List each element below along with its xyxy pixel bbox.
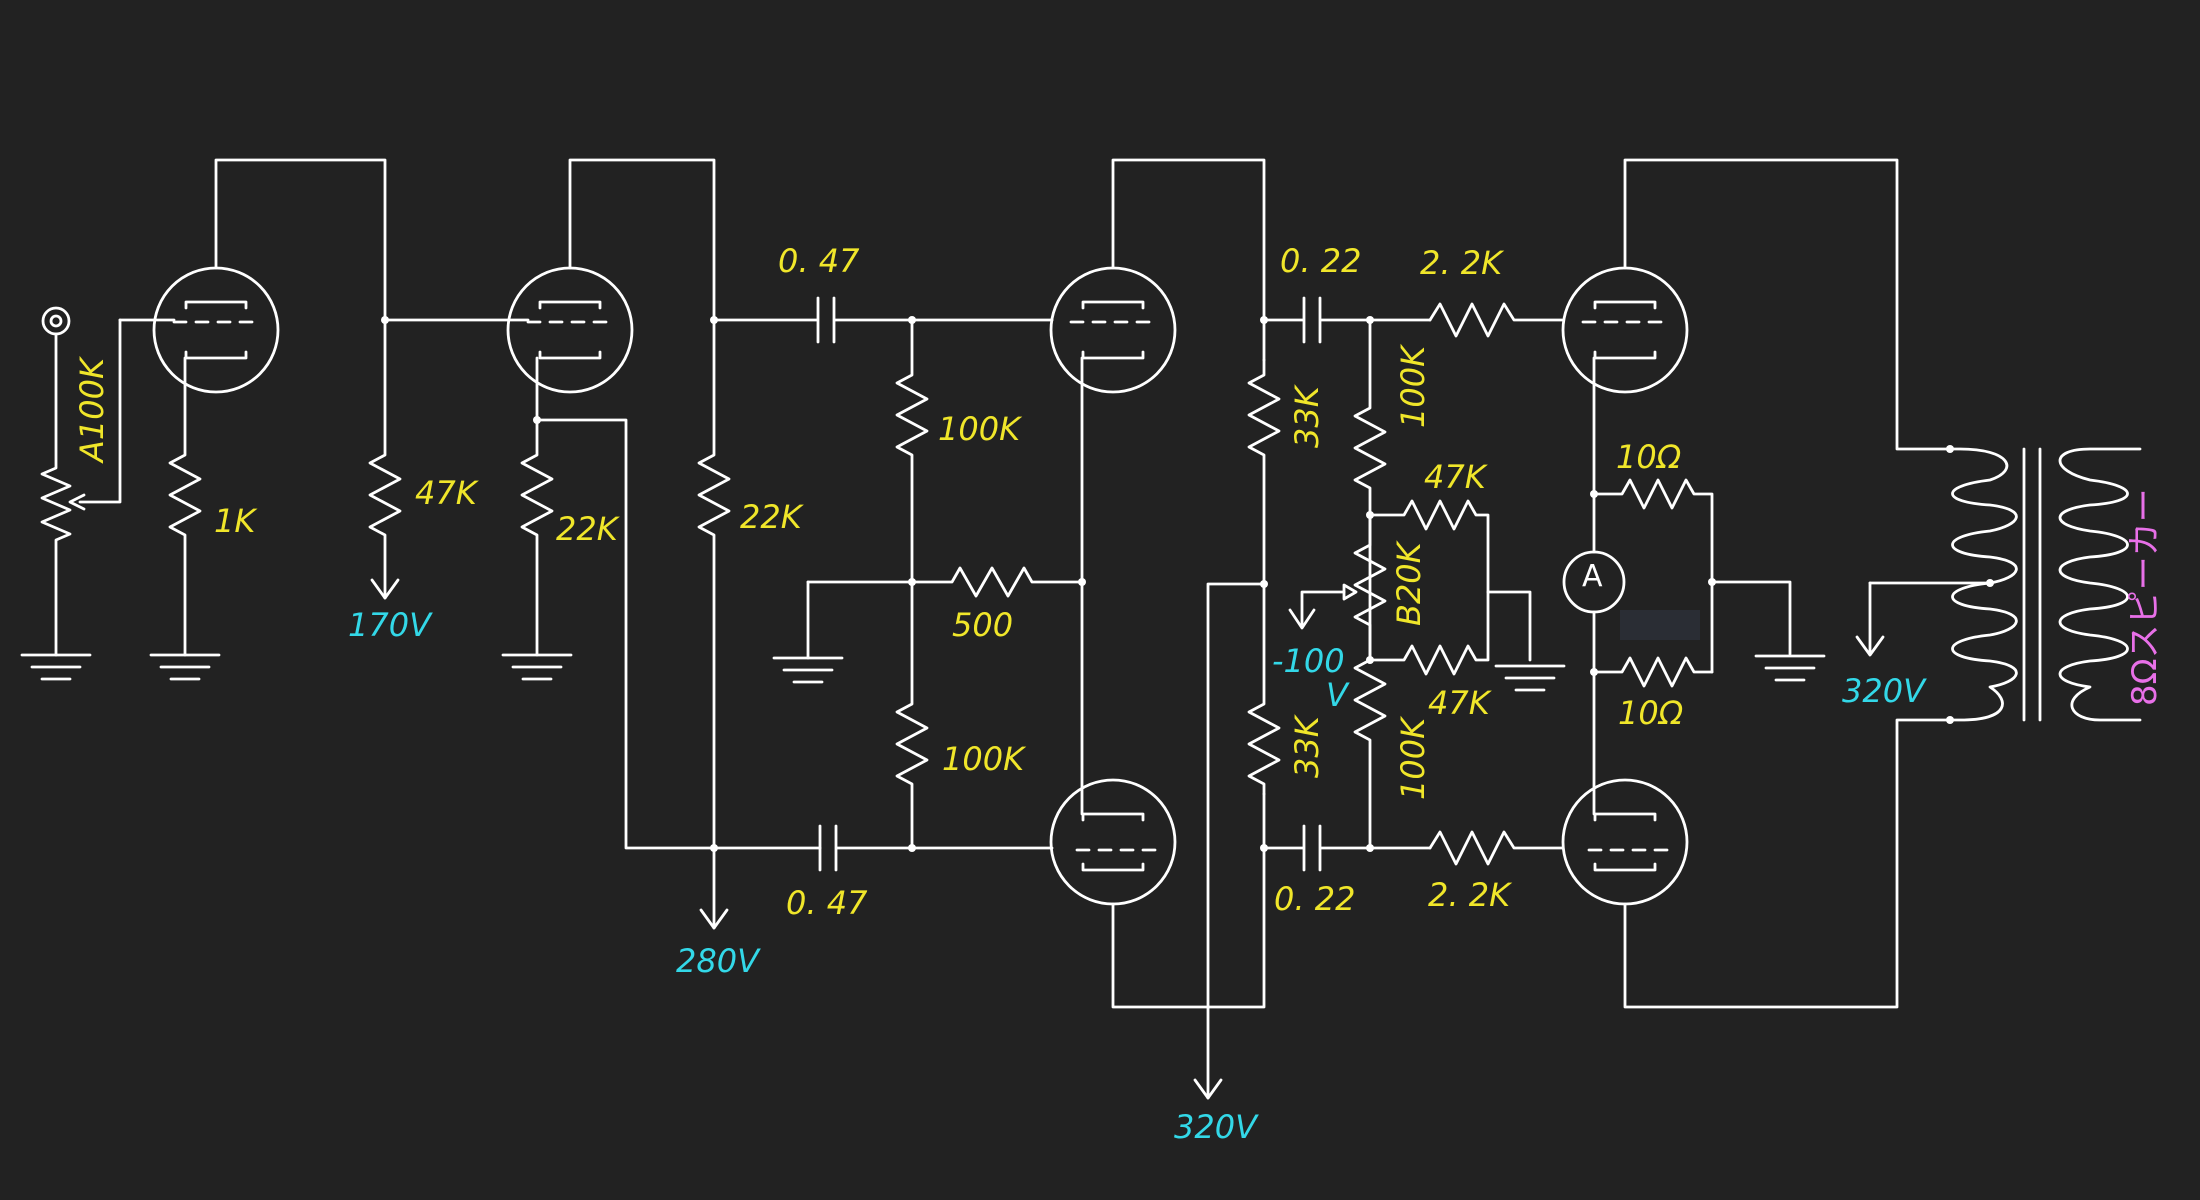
bias-voltage-unit: V [1326,676,1350,714]
current-meter [1562,492,1626,674]
r-load-2-label: 22K [740,498,805,536]
r-cathode-bottom-label: 10Ω [1618,694,1684,732]
volume-potentiometer [40,318,122,657]
r-bias-bottom-label: 100K [1394,715,1432,800]
c-coupling-bottom-label: 0. 47 [786,884,868,922]
r-balance-top-label: 47K [1424,458,1489,496]
r-grid-bottom-label: 100K [942,740,1027,778]
r-tail-label: 500 [952,606,1013,644]
driver-load-resistor-top [1247,358,1281,586]
tube-v4a [1561,266,1689,394]
tube-v4b [1561,778,1689,906]
tail-resistor [910,566,1084,598]
tube-v3a [1049,266,1177,394]
load-resistor-1 [368,318,402,600]
balance-resistor-bottom [1368,590,1490,676]
load-resistor-2 [697,318,731,930]
r-load-driver-bottom-label: 33K [1288,713,1326,778]
r-balance-bottom-label: 47K [1428,684,1493,722]
supply-arrow-4 [1855,581,1885,657]
stopper-resistor-top [1428,302,1564,338]
driver-load-resistor-bottom [1247,582,1281,796]
volume-pot-label: A100K [73,355,111,464]
v-supply-3-label: 320V [1174,1108,1259,1146]
tube-v3b [1049,778,1177,906]
c-output-bottom-label: 0. 22 [1274,880,1355,918]
r-load-driver-top-label: 33K [1288,383,1326,448]
r-grid-top-label: 100K [938,410,1023,448]
cathode-resistor-bottom [1592,656,1714,688]
c-coupling-top-label: 0. 47 [778,242,860,280]
balance-potentiometer [1288,513,1387,662]
r-cathode-2-label: 22K [556,510,621,548]
v-supply-2-label: 280V [676,942,761,980]
meter-label: A [1582,559,1603,594]
input-jack [41,306,71,336]
bias-voltage-label: -100 [1272,642,1345,680]
output-capacitor-top [1262,296,1432,344]
cathode-resistor-top [1592,478,1714,674]
tube-v1 [152,266,280,394]
balance-resistor-top [1368,499,1532,662]
r-cathode-1-label: 1K [214,502,258,540]
v-supply-4-label: 320V [1842,672,1927,710]
balance-pot-label: B20K [1390,539,1428,626]
r-bias-top-label: 100K [1394,343,1432,428]
r-load-1-label: 47K [415,474,480,512]
output-transformer [1868,447,2142,722]
r-cathode-top-label: 10Ω [1616,438,1682,476]
stopper-resistor-bottom [1428,830,1564,866]
output-capacitor-bottom [1262,824,1432,872]
speaker-label: 8Ωスピーカー [2125,488,2165,706]
v-supply-1-label: 170V [348,606,433,644]
c-output-top-label: 0. 22 [1280,242,1361,280]
coupling-capacitor-top [712,296,914,344]
r-stopper-bottom-label: 2. 2K [1428,876,1513,914]
coupling-capacitor-bottom [818,824,914,872]
r-stopper-top-label: 2. 2K [1420,244,1505,282]
tube-v2 [506,266,634,394]
